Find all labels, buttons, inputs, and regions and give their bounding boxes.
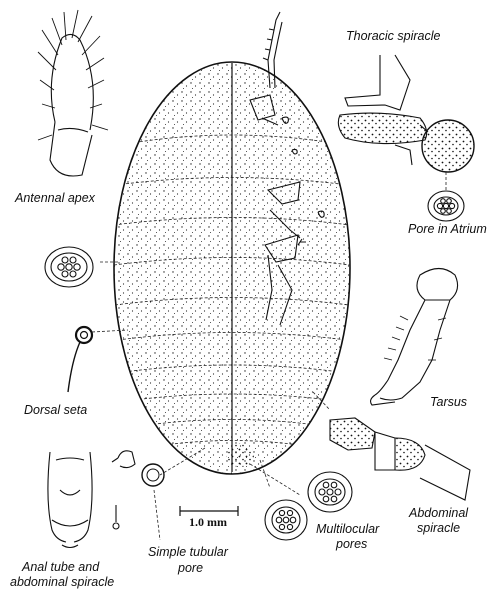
ventral-appendages [249,11,325,326]
multilocular-pore-bottom-1 [307,471,353,513]
label-simple-tubular-pore-line2: pore [178,561,204,575]
label-anal-tube-line2: abdominal spiracle [10,575,115,589]
label-anal-tube-line1: Anal tube and [22,560,100,574]
label-thoracic-spiracle: Thoracic spiracle [346,29,441,43]
scale-bar [179,506,239,516]
label-multilocular-pores-line2: pores [336,537,368,551]
label-simple-tubular-pore-line1: Simple tubular [148,545,228,559]
label-dorsal-seta: Dorsal seta [24,403,88,417]
dorsal-seta-illustration [67,325,94,393]
label-pore-in-atrium: Pore in Atrium [408,222,487,236]
multilocular-pore-left [44,246,94,288]
label-abdominal-spiracle-line1: Abdominal [409,506,469,520]
label-tarsus: Tarsus [430,395,468,409]
anal-tube-illustration [47,451,120,549]
scale-bar-label: 1.0 mm [189,515,227,529]
tarsus-illustration [370,267,459,406]
pore-in-atrium-illustration [427,190,465,222]
antennal-apex-illustration [37,9,109,177]
label-multilocular-pores-line1: Multilocular [316,522,380,536]
label-antennal-apex: Antennal apex [15,191,95,205]
label-abdominal-spiracle-line2: spiracle [417,521,461,535]
simple-tubular-pore-illustration [111,450,165,487]
leader-lines [91,261,331,541]
multilocular-pore-bottom-2 [264,499,308,541]
abdominal-spiracle-illustration [329,417,471,501]
thoracic-spiracle-illustration [337,54,475,173]
mealybug-body [113,61,351,475]
